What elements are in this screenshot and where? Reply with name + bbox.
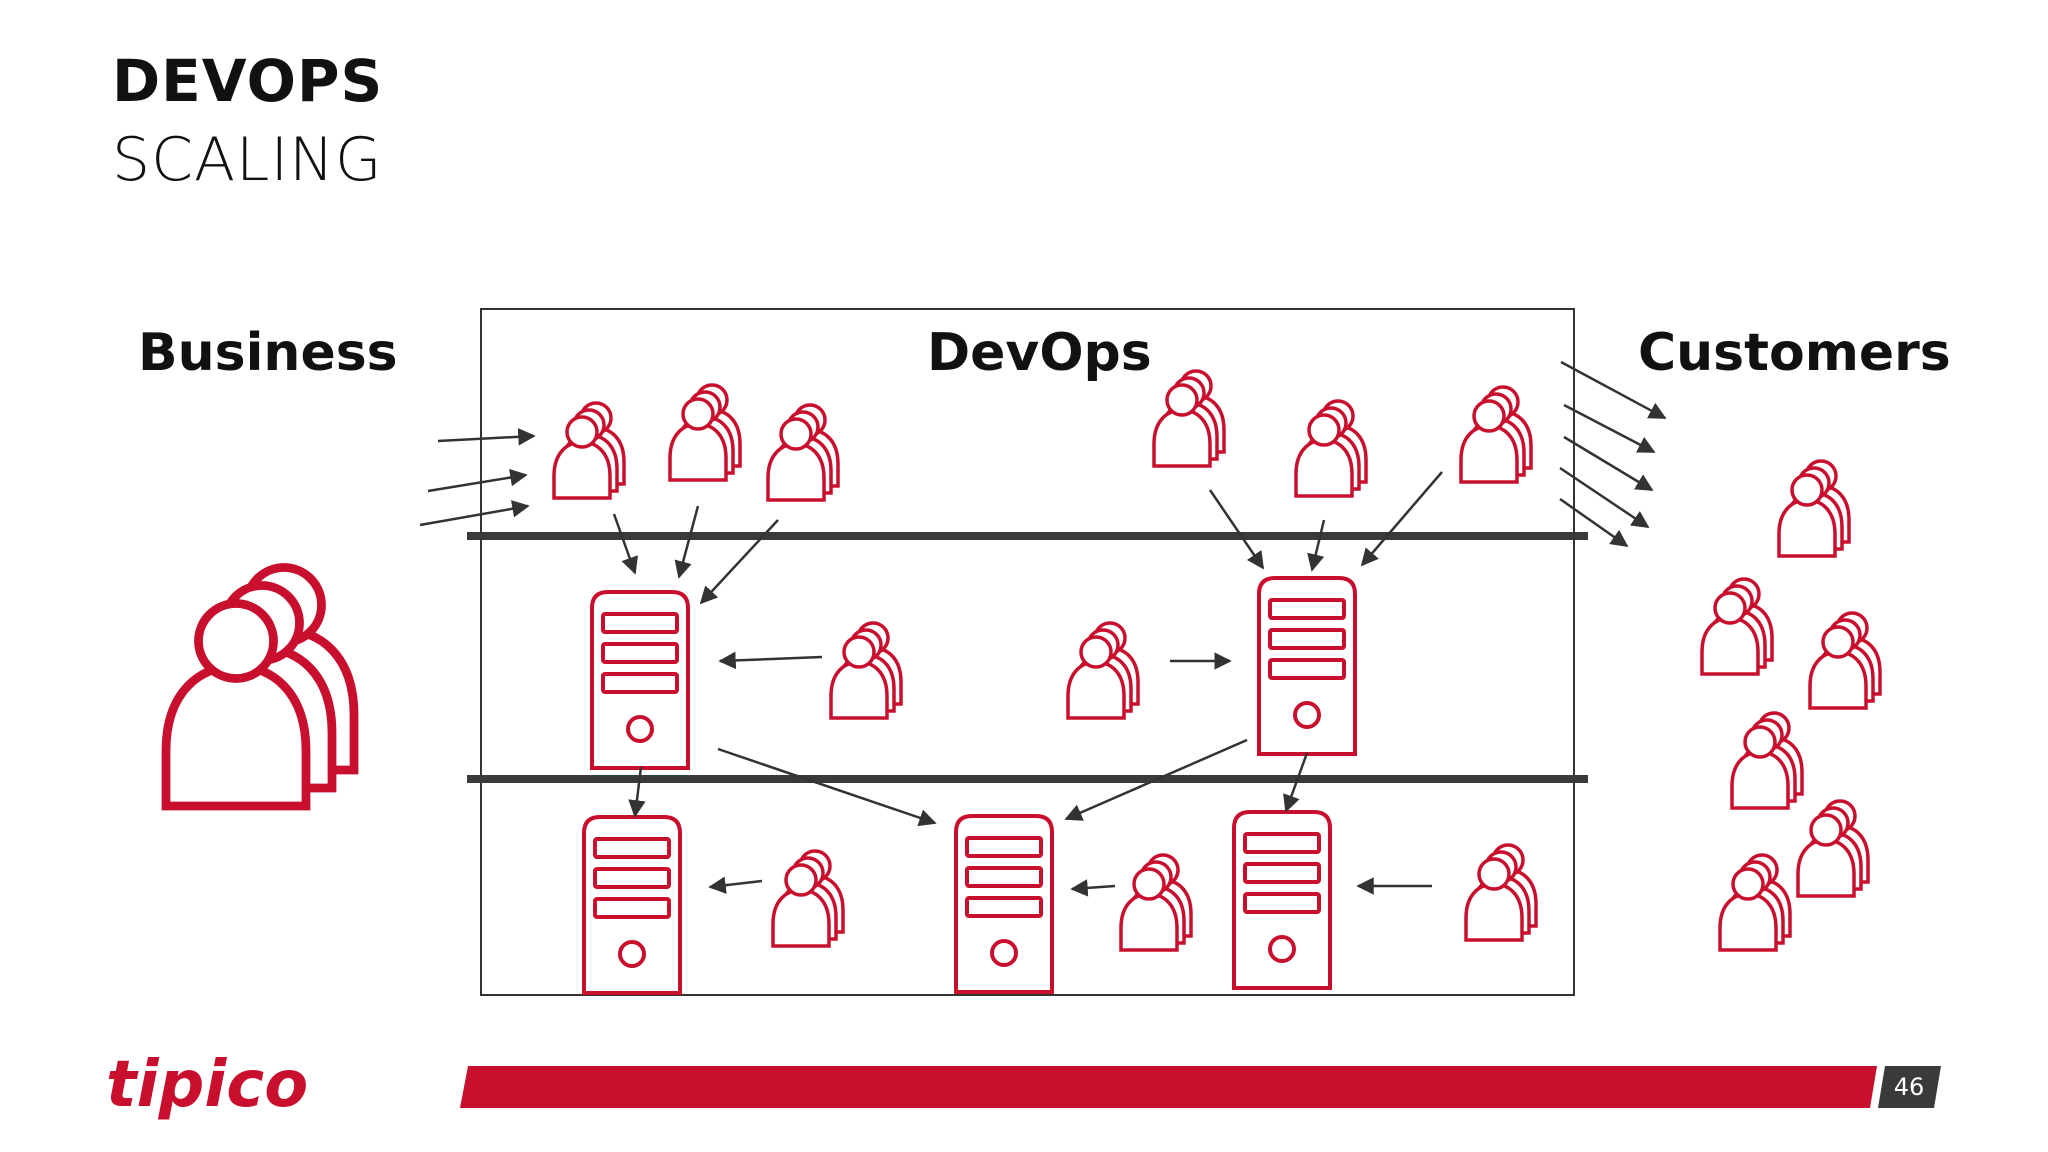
customers-label: Customers	[1638, 323, 1951, 383]
business-label: Business	[138, 323, 398, 383]
person-group-icon	[1154, 371, 1224, 466]
person-group-icon	[773, 851, 843, 946]
slide-subtitle: SCALING	[112, 125, 383, 195]
person-group-icon	[1720, 855, 1790, 950]
server-icon	[590, 590, 690, 770]
person-group-icon	[670, 385, 740, 480]
customer-arrows	[1559, 360, 1667, 548]
page-number-badge	[1878, 1066, 1941, 1108]
server-icon	[1257, 576, 1357, 756]
devops-label: DevOps	[927, 323, 1152, 383]
business-arrows	[419, 428, 536, 527]
tipico-logo: tipico	[106, 1048, 308, 1122]
devops-arrows	[612, 471, 1443, 897]
person-group-icon	[768, 405, 838, 500]
server-icon	[954, 814, 1054, 994]
page-number: 46	[1894, 1073, 1925, 1101]
server-icon	[1232, 810, 1332, 990]
person-group-icon	[1798, 801, 1868, 896]
person-group-icon	[1702, 579, 1772, 674]
person-group-icon	[554, 403, 624, 498]
footer-bar	[460, 1066, 1877, 1108]
person-group-icon	[1068, 623, 1138, 718]
person-group-icon	[1296, 401, 1366, 496]
server-icon	[582, 815, 682, 995]
devops-frame	[480, 308, 1575, 996]
person-group-icon	[1732, 713, 1802, 808]
person-group-icon	[1466, 845, 1536, 940]
slide-title: DEVOPS	[112, 47, 384, 115]
person-group-icon	[1461, 387, 1531, 482]
person-group-icon	[831, 623, 901, 718]
person-group-icon	[1121, 855, 1191, 950]
person-group-icon	[1810, 613, 1880, 708]
business-person-group-icon	[166, 568, 354, 807]
person-group-icon	[1779, 461, 1849, 556]
